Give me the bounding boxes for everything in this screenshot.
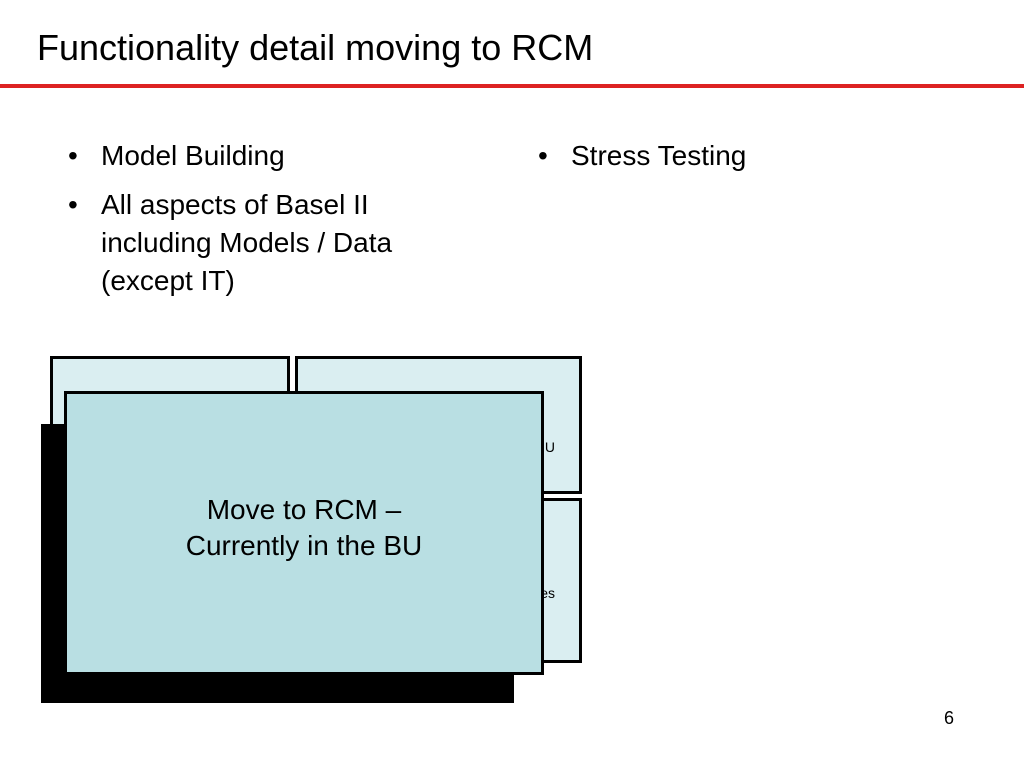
bullet-item-stress-testing: Stress Testing <box>533 137 933 175</box>
callout-line-2: Currently in the BU <box>185 530 423 561</box>
bullet-item-basel-ii: All aspects of Basel II including Models… <box>63 186 463 300</box>
callout-line-1: Move to RCM – <box>206 494 402 525</box>
left-bullet-list: Model Building All aspects of Basel II i… <box>63 137 463 311</box>
title-divider <box>0 84 1024 88</box>
page-number: 6 <box>944 708 955 728</box>
slide-title: Functionality detail moving to RCM <box>37 27 594 68</box>
bullet-item-model-building: Model Building <box>63 137 463 175</box>
top-right-box-text: U <box>544 439 555 455</box>
move-to-rcm-callout: Move to RCM – Currently in the BU <box>64 391 544 675</box>
callout-text: Move to RCM – Currently in the BU <box>186 492 423 564</box>
right-bullet-list: Stress Testing <box>533 137 933 186</box>
